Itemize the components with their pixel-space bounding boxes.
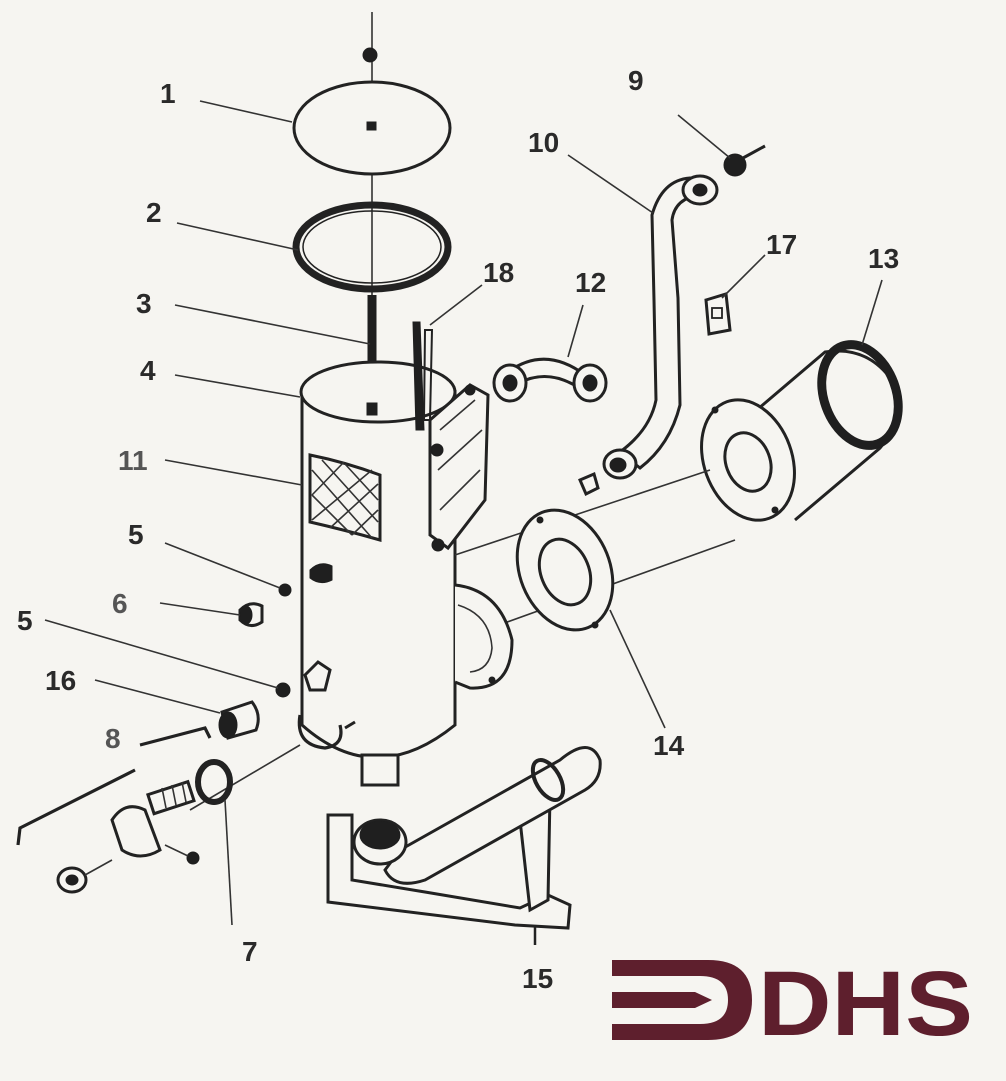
leader-3 (174, 304, 371, 345)
part-7-oring (195, 759, 233, 805)
part-5-fitting-lower (275, 660, 332, 698)
label-part-8: 8 (105, 723, 121, 754)
leader-2 (176, 222, 299, 251)
leader-14 (609, 609, 666, 729)
label-part-11: 11 (118, 445, 148, 476)
part-2-gasket (292, 201, 452, 293)
label-part-7: 7 (242, 936, 258, 967)
logo-text: DHS (758, 953, 973, 1055)
part-11-mesh (308, 453, 382, 542)
leader-10 (567, 154, 654, 214)
leader-4 (174, 374, 301, 398)
leader-5a (164, 542, 281, 589)
lower-side-half-flange (454, 583, 514, 690)
logo-arrow-bar (612, 992, 712, 1008)
label-part-5-upper: 5 (128, 519, 144, 550)
part-16-sleeve (218, 700, 260, 740)
leader-6 (159, 602, 241, 616)
part-12-elbow-pipe (492, 357, 608, 403)
leader-16 (94, 679, 221, 714)
leader-18 (429, 284, 483, 326)
dhs-logo: DHS (612, 953, 973, 1055)
leader-12 (567, 304, 584, 358)
label-part-15: 15 (522, 963, 553, 994)
label-part-14: 14 (653, 730, 685, 761)
label-part-3: 3 (136, 288, 152, 319)
part-labels: 1 2 3 4 11 5 6 5 16 8 7 18 12 10 9 17 13… (17, 65, 899, 994)
leader-7 (224, 799, 233, 926)
leader-13 (861, 279, 883, 346)
part-1-cover (292, 80, 452, 176)
label-part-9: 9 (628, 65, 644, 96)
leader-11 (164, 459, 303, 486)
leader-17 (721, 254, 766, 299)
part-8-rod (16, 726, 212, 846)
part-13-filter-cylinder (700, 340, 903, 522)
knob-assembly (56, 779, 200, 894)
label-part-10: 10 (528, 127, 559, 158)
label-part-1: 1 (160, 78, 176, 109)
vessel-side-flange (428, 383, 490, 552)
leader-1 (199, 100, 293, 123)
leader-5b (44, 619, 279, 689)
label-part-2: 2 (146, 197, 162, 228)
label-part-5-lower: 5 (17, 605, 33, 636)
vessel-bottom-clamp (297, 714, 356, 750)
part-10-tube (578, 174, 719, 497)
label-part-17: 17 (766, 229, 797, 260)
part-9-nut (723, 144, 766, 177)
label-part-12: 12 (575, 267, 606, 298)
part-17-plate (704, 292, 732, 336)
top-bolt (362, 47, 378, 63)
label-part-13: 13 (868, 243, 899, 274)
label-part-6: 6 (112, 588, 128, 619)
part-15-base-stand (326, 746, 602, 945)
leader-lines (44, 100, 883, 926)
part-6-plug (238, 602, 264, 627)
part-14-flange-ring (515, 508, 615, 632)
part-5-fitting-upper (278, 563, 333, 597)
logo-arrow-mark (612, 960, 752, 1040)
label-part-18: 18 (483, 257, 514, 288)
label-part-4: 4 (140, 355, 156, 386)
leader-9 (677, 114, 731, 159)
label-part-16: 16 (45, 665, 76, 696)
